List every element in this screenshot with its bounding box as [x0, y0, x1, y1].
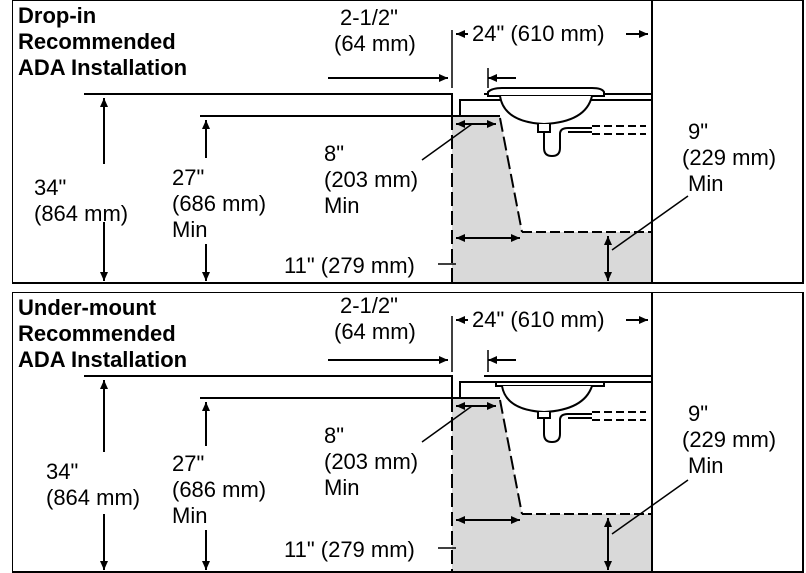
knee-clearance-slope	[499, 117, 523, 233]
overhang-metric-label: (64 mm)	[334, 319, 416, 344]
knee-depth-metric-label: (203 mm)	[324, 449, 419, 474]
overhang-metric-label: (64 mm)	[334, 31, 416, 56]
sink-flange	[495, 381, 605, 387]
counter-height-label: 34"	[46, 459, 79, 484]
knee-depth-min-label: Min	[324, 475, 360, 500]
drain	[537, 124, 551, 133]
knee-depth-label: 8"	[324, 141, 345, 166]
toe-depth-label: 11" (279 mm)	[284, 253, 415, 278]
under-mount-drawing	[12, 292, 804, 573]
bowl-depth-label: 24" (610 mm)	[472, 21, 605, 46]
knee-height-label: 27"	[172, 165, 205, 190]
knee-clearance-area	[452, 116, 652, 283]
knee-depth-metric-label: (203 mm)	[324, 167, 419, 192]
leader-8in	[421, 405, 473, 443]
panel-title-line-1: Drop-in	[18, 3, 97, 28]
knee-clearance-slope	[499, 399, 523, 515]
counter-height-metric-label: (864 mm)	[34, 201, 129, 226]
overhang-label: 2-1/2"	[340, 5, 398, 30]
knee-height-label: 27"	[172, 451, 205, 476]
counter-height-label: 34"	[34, 175, 67, 200]
panel-title-line-2: Recommended	[18, 29, 176, 54]
knee-clearance-area	[452, 398, 652, 572]
knee-height-min-label: Min	[172, 503, 208, 528]
panel-title-line-3: ADA Installation	[18, 347, 188, 372]
toe-height-label: 9"	[688, 401, 709, 426]
p-trap	[543, 127, 592, 158]
toe-depth-label: 11" (279 mm)	[284, 537, 415, 562]
sink-bowl	[499, 95, 593, 126]
counter-height-metric-label: (864 mm)	[46, 485, 141, 510]
knee-depth-min-label: Min	[324, 193, 360, 218]
knee-height-min-label: Min	[172, 217, 208, 242]
toe-height-metric-label: (229 mm)	[682, 145, 777, 170]
p-trap	[543, 413, 592, 444]
toe-height-label: 9"	[688, 119, 709, 144]
panel-title-line-3: ADA Installation	[18, 55, 188, 80]
knee-height-metric-label: (686 mm)	[172, 191, 267, 216]
toe-height-min-label: Min	[688, 453, 724, 478]
leader-8in	[421, 123, 473, 161]
knee-height-metric-label: (686 mm)	[172, 477, 267, 502]
under-mount-panel: Under-mount Recommended ADA Installation…	[12, 292, 804, 573]
toe-height-metric-label: (229 mm)	[682, 427, 777, 452]
drop-in-drawing	[12, 0, 804, 284]
drain	[537, 412, 551, 419]
leader-9in	[611, 195, 689, 251]
bowl-depth-label: 24" (610 mm)	[472, 307, 605, 332]
toe-height-min-label: Min	[688, 171, 724, 196]
countertop	[84, 375, 653, 399]
leader-9in	[611, 479, 689, 535]
panel-title-line-2: Recommended	[18, 321, 176, 346]
drop-in-panel: Drop-in Recommended ADA Installation 2-1…	[12, 0, 804, 284]
sink-rim	[487, 87, 605, 97]
overhang-label: 2-1/2"	[340, 293, 398, 318]
sink-bowl	[501, 385, 593, 414]
panel-title-line-1: Under-mount	[18, 295, 157, 320]
knee-depth-label: 8"	[324, 423, 345, 448]
countertop	[84, 93, 653, 117]
